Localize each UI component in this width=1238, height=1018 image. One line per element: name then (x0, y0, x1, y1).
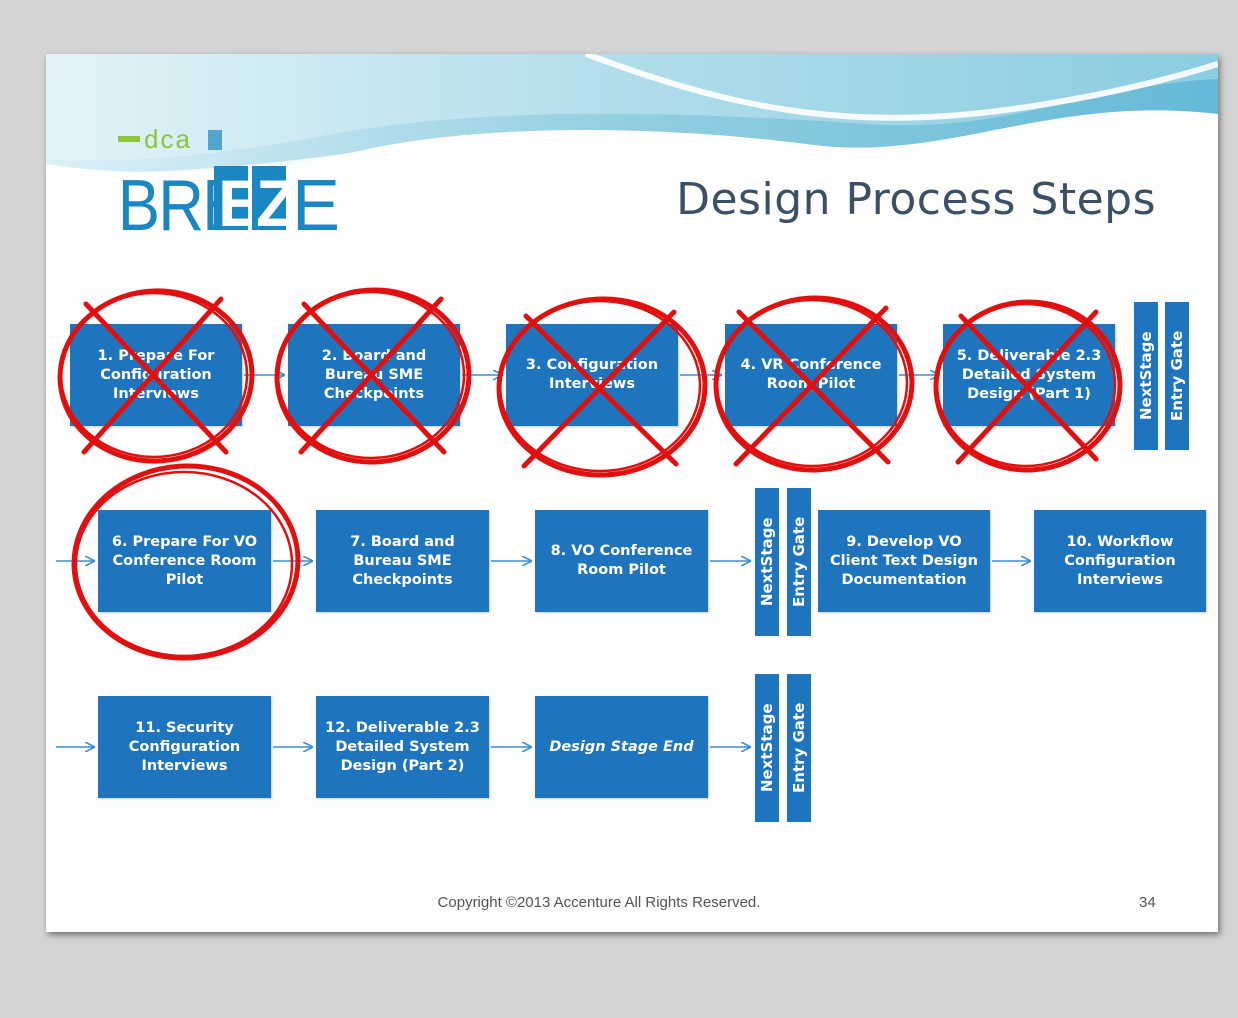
step-2: 2. Board and Bureau SME Checkpoints (288, 324, 460, 426)
step-9: 9. Develop VO Client Text Design Documen… (818, 510, 990, 612)
page-number: 34 (1139, 894, 1156, 911)
entry-gate: Entry Gate (1165, 302, 1189, 450)
svg-text:Z: Z (256, 166, 296, 236)
step-2-label: 2. Board and Bureau SME Checkpoints (321, 347, 427, 402)
next-stage-label: NextStage (758, 703, 776, 793)
step-6-label: 6. Prepare For VO Conference Room Pilot (111, 533, 258, 588)
step-5: 5. Deliverable 2.3 Detailed System Desig… (943, 324, 1115, 426)
header-swoosh (46, 54, 1218, 176)
entry-gate: Entry Gate (787, 674, 811, 822)
step-3: 3. Configuration Interviews (506, 324, 678, 426)
step-4: 4. VR Conference Room Pilot (725, 324, 897, 426)
next-stage-label: NextStage (1137, 331, 1155, 421)
step-10: 10. Workflow Configuration Interviews (1034, 510, 1206, 612)
step-1-label: 1. Prepare For Configuration Interviews (97, 347, 215, 402)
next-stage-gate: NextStage (1134, 302, 1158, 450)
copyright-notice: Copyright ©2013 Accenture All Rights Res… (437, 894, 761, 911)
step-8-label: 8. VO Conference Room Pilot (550, 543, 693, 578)
step-10-label: 10. Workflow Configuration Interviews (1064, 533, 1176, 588)
next-stage-gate: NextStage (755, 488, 779, 636)
step-9-label: 9. Develop VO Client Text Design Documen… (829, 533, 979, 588)
slide-title: Design Process Steps (676, 174, 1156, 225)
entry-gate: Entry Gate (787, 488, 811, 636)
next-stage-gate: NextStage (755, 674, 779, 822)
step-8: 8. VO Conference Room Pilot (535, 510, 708, 612)
step-12: 12. Deliverable 2.3 Detailed System Desi… (316, 696, 489, 798)
entry-gate-label: Entry Gate (1168, 330, 1186, 422)
svg-text:dca: dca (144, 126, 192, 154)
breeze-logo: dca BRE E Z E (116, 124, 346, 246)
step-4-label: 4. VR Conference Room Pilot (740, 357, 882, 392)
step-12-label: 12. Deliverable 2.3 Detailed System Desi… (325, 719, 480, 774)
step-11: 11. Security Configuration Interviews (98, 696, 271, 798)
slide: dca BRE E Z E Design Process Steps 1. Pr… (46, 54, 1218, 932)
svg-text:E: E (292, 166, 340, 236)
design-stage-end: Design Stage End (535, 696, 708, 798)
step-7: 7. Board and Bureau SME Checkpoints (316, 510, 489, 612)
entry-gate-label: Entry Gate (790, 516, 808, 608)
step-6: 6. Prepare For VO Conference Room Pilot (98, 510, 271, 612)
design-stage-end-label: Design Stage End (549, 738, 694, 755)
step-1: 1. Prepare For Configuration Interviews (70, 324, 242, 426)
step-11-label: 11. Security Configuration Interviews (128, 719, 241, 774)
step-7-label: 7. Board and Bureau SME Checkpoints (350, 533, 455, 588)
next-stage-label: NextStage (758, 517, 776, 607)
step-5-label: 5. Deliverable 2.3 Detailed System Desig… (956, 347, 1102, 402)
step-3-label: 3. Configuration Interviews (525, 357, 659, 392)
entry-gate-label: Entry Gate (790, 702, 808, 794)
